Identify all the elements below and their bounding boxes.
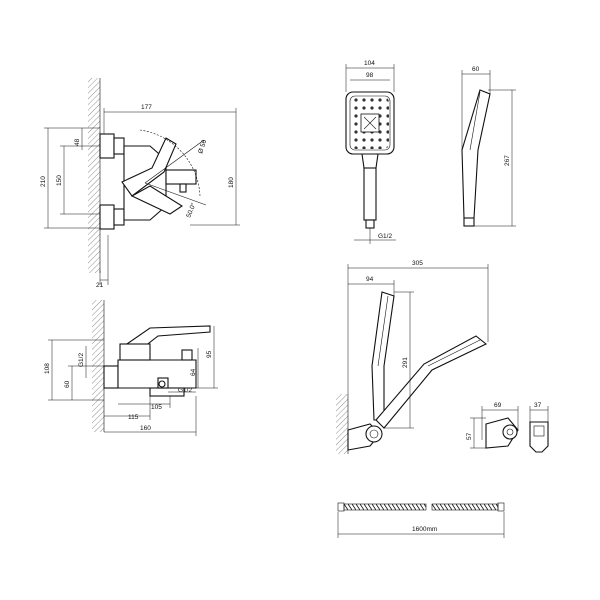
mixer-front-view: 177 210 150 48 180 Ø 56 50.0° 21: [40, 78, 240, 289]
dim-angle-50: 50.0°: [184, 201, 197, 219]
dim-60: 60: [64, 380, 71, 388]
dim-69: 69: [494, 402, 502, 409]
dim-94: 94: [366, 276, 374, 283]
mixer-side-view: 108 G1/2 60 95 64 G1/2 105 115 160: [44, 300, 218, 436]
dim-g12: G1/2: [78, 353, 85, 367]
shower-head-side-view: 60 267: [461, 66, 516, 227]
dim-48: 48: [74, 138, 81, 146]
dim-177: 177: [141, 104, 152, 111]
dim-57: 57: [466, 432, 473, 440]
dim-108: 108: [44, 363, 51, 374]
shower-head-front-view: 104 98 G1/2: [345, 60, 396, 244]
dim-104: 104: [364, 60, 375, 67]
shower-holder-assembly-view: 305 94 291: [336, 260, 489, 454]
dim-hose-length: 1600mm: [412, 526, 437, 533]
dim-21: 21: [96, 282, 104, 289]
dim-60-side: 60: [472, 66, 480, 73]
dim-105: 105: [151, 404, 162, 411]
dim-291: 291: [402, 357, 409, 368]
dim-267: 267: [504, 155, 511, 166]
hose-view: 1600mm: [337, 502, 505, 538]
wall-bracket-detail: 69 57 37: [466, 402, 549, 453]
hose-left: [343, 503, 427, 511]
dim-210: 210: [40, 176, 47, 187]
dim-98: 98: [366, 72, 374, 79]
dim-g12-outlet: G1/2: [178, 387, 192, 394]
dim-160: 160: [140, 425, 151, 432]
hose-right: [431, 503, 499, 511]
dim-37: 37: [534, 402, 542, 409]
dim-180: 180: [228, 177, 235, 188]
dim-115: 115: [128, 414, 139, 421]
dim-diameter-56: Ø 56: [197, 139, 208, 155]
dim-64: 64: [190, 368, 197, 376]
dim-g12-head: G1/2: [378, 233, 392, 240]
wall-hatch: [336, 394, 348, 454]
dim-150: 150: [56, 175, 63, 186]
wall-hatch: [88, 78, 100, 273]
dim-95: 95: [206, 350, 213, 358]
dim-305: 305: [412, 260, 423, 267]
